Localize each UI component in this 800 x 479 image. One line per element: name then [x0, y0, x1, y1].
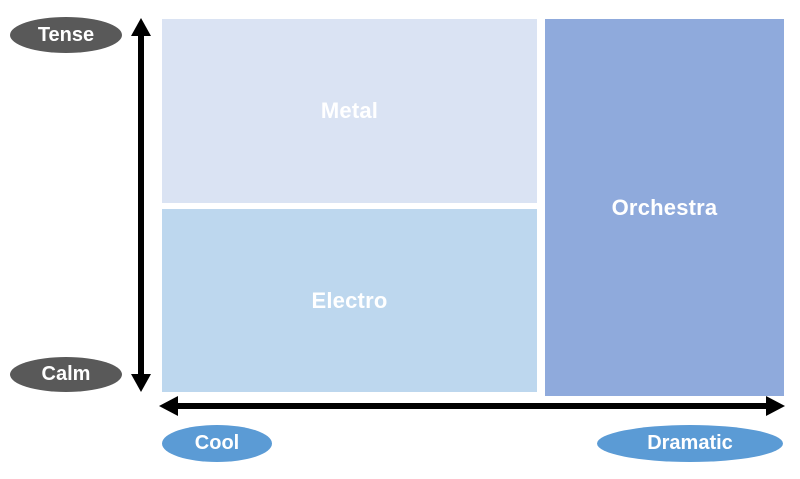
dramatic-label-text: Dramatic [647, 432, 733, 454]
quadrant-electro-label: Electro [311, 287, 388, 313]
y-axis-arrowhead-top [131, 18, 151, 36]
quadrant-electro: Electro [162, 209, 537, 392]
tense-label: Tense [10, 17, 122, 53]
quadrant-orchestra-label: Orchestra [611, 194, 718, 220]
cool-label: Cool [162, 425, 272, 462]
cool-label-text: Cool [194, 432, 240, 454]
quadrant-orchestra: Orchestra [545, 19, 784, 396]
dramatic-label: Dramatic [597, 425, 783, 462]
calm-label: Calm [10, 357, 122, 392]
quadrant-metal: Metal [162, 19, 537, 203]
tense-label-text: Tense [37, 23, 95, 46]
x-axis-arrowhead-right [766, 396, 785, 416]
quadrant-metal-label: Metal [320, 98, 379, 123]
y-axis-arrow [131, 18, 151, 392]
calm-label-text: Calm [41, 363, 91, 385]
x-axis-arrow [159, 396, 785, 416]
y-axis-arrowhead-bottom [131, 374, 151, 392]
x-axis-arrowhead-left [159, 396, 178, 416]
